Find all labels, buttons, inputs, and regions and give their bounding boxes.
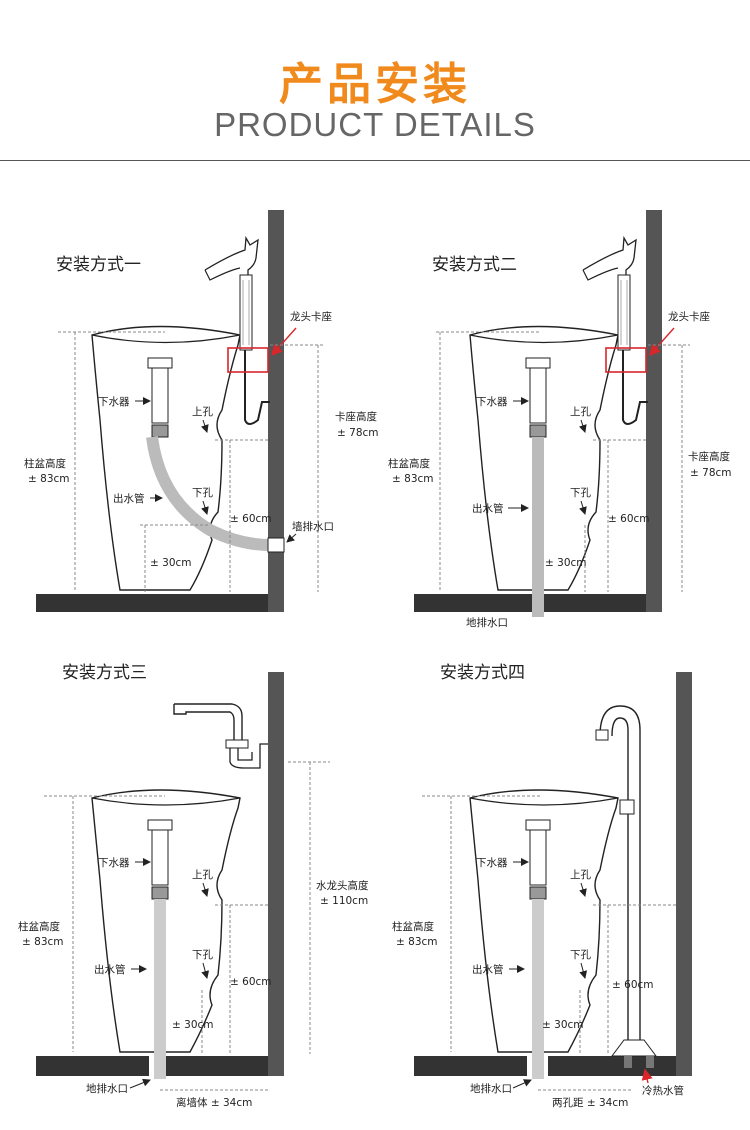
label-outlet-pipe: 出水管 <box>113 492 145 505</box>
floor <box>36 1056 149 1076</box>
value-basin-height: ± 83cm <box>396 936 438 948</box>
label-mount-height: 卡座高度 <box>335 410 377 423</box>
label-outlet-pipe: 出水管 <box>94 963 126 976</box>
label-outlet-pipe: 出水管 <box>472 963 504 976</box>
label-faucet-mount: 龙头卡座 <box>290 310 332 323</box>
panel-method-4: 安装方式四 柱盆高度 ± 83cm ± 60cm ± 30cm 下水器 上孔 下… <box>392 663 692 1109</box>
label-drain: 下水器 <box>476 396 508 408</box>
panel-title: 安装方式一 <box>56 255 141 275</box>
label-upper-hole: 上孔 <box>570 868 591 881</box>
label-upper-hole: 上孔 <box>192 868 213 881</box>
label-basin-height: 柱盆高度 <box>392 920 434 933</box>
panel-title: 安装方式二 <box>432 255 517 275</box>
label-faucet-mount: 龙头卡座 <box>668 310 710 323</box>
value-faucet-height: ± 110cm <box>320 895 368 907</box>
page-title: 产品安装 <box>279 59 471 110</box>
faucet-mount-box <box>605 347 647 373</box>
label-mount-height: 卡座高度 <box>688 450 730 463</box>
label-upper-hole: 上孔 <box>570 405 591 418</box>
page-subtitle: PRODUCT DETAILS <box>214 106 536 143</box>
panel-method-3: 安装方式三 柱盆高度 ± 83cm 水龙头高度 ± 110cm ± 60cm ±… <box>18 663 369 1109</box>
outlet-pipe <box>154 899 166 1079</box>
value-mount-height: ± 78cm <box>337 427 379 439</box>
value-h60: ± 60cm <box>612 979 654 991</box>
label-basin-height: 柱盆高度 <box>18 920 60 933</box>
faucet-mount-box <box>227 347 269 373</box>
label-lower-hole: 下孔 <box>192 948 213 961</box>
label-outlet-pipe: 出水管 <box>472 502 504 515</box>
label-floor-outlet: 地排水口 <box>86 1082 128 1095</box>
value-h60: ± 60cm <box>230 513 272 525</box>
wall <box>676 672 692 1076</box>
header-divider <box>0 160 750 161</box>
wall-outlet-hole <box>267 537 285 553</box>
label-faucet-height: 水龙头高度 <box>316 879 369 892</box>
label-floor-outlet: 地排水口 <box>466 616 508 629</box>
value-h30: ± 30cm <box>172 1019 214 1031</box>
label-basin-height: 柱盆高度 <box>24 457 66 470</box>
label-drain: 下水器 <box>476 857 508 869</box>
label-drain: 下水器 <box>98 396 130 408</box>
outlet-pipe <box>532 899 544 1079</box>
wall <box>268 210 284 612</box>
label-drain: 下水器 <box>98 857 130 869</box>
value-h60: ± 60cm <box>230 976 272 988</box>
label-lower-hole: 下孔 <box>192 486 213 499</box>
label-wall-distance: 离墙体 ± 34cm <box>176 1096 252 1109</box>
value-h30: ± 30cm <box>542 1019 584 1031</box>
label-floor-outlet: 地排水口 <box>470 1082 512 1095</box>
value-basin-height: ± 83cm <box>28 473 70 485</box>
floor <box>414 594 646 612</box>
panel-title: 安装方式三 <box>62 663 147 683</box>
value-h60: ± 60cm <box>608 513 650 525</box>
value-basin-height: ± 83cm <box>392 473 434 485</box>
label-hole-distance: 两孔距 ± 34cm <box>552 1096 628 1109</box>
label-basin-height: 柱盆高度 <box>388 457 430 470</box>
value-mount-height: ± 78cm <box>690 467 732 479</box>
wall <box>268 672 284 1076</box>
value-basin-height: ± 83cm <box>22 936 64 948</box>
label-wall-outlet: 墙排水口 <box>292 520 334 533</box>
panel-title: 安装方式四 <box>440 663 525 683</box>
wall <box>646 210 662 612</box>
floor <box>414 1056 527 1076</box>
wall-faucet <box>173 703 243 740</box>
floor-faucet <box>599 705 641 1040</box>
label-lower-hole: 下孔 <box>570 486 591 499</box>
label-upper-hole: 上孔 <box>192 405 213 418</box>
panel-method-2: 安装方式二 龙头卡座 柱盆高度 ± 83cm 卡座高度 ± 78cm ± 60c… <box>388 210 732 629</box>
panel-method-1: 安装方式一 龙头卡座 柱盆高度 ± 83cm 卡座高度 ± <box>24 210 379 612</box>
label-hot-cold-pipe: 冷热水管 <box>642 1084 684 1097</box>
drain-fitting <box>147 357 173 369</box>
floor <box>36 594 268 612</box>
label-lower-hole: 下孔 <box>570 948 591 961</box>
value-h30: ± 30cm <box>150 557 192 569</box>
value-h30: ± 30cm <box>545 557 587 569</box>
